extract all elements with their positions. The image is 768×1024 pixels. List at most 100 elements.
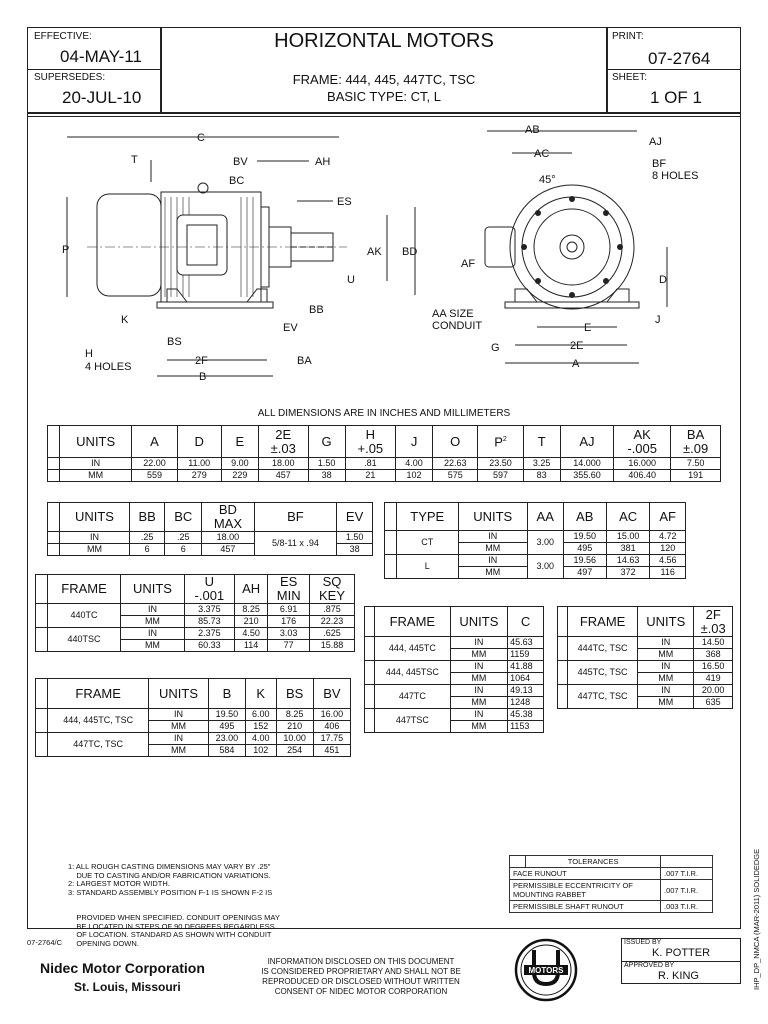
feet	[166, 288, 268, 303]
col-J: J	[395, 425, 434, 458]
dim-BD: BD	[402, 246, 417, 258]
print-value: 07-2764	[648, 49, 711, 68]
col-units: UNITS	[58, 425, 133, 458]
dim-ES: ES	[337, 196, 352, 208]
effective-value: 04-MAY-11	[60, 47, 142, 66]
dim-AF: AF	[461, 258, 475, 270]
sheet-label: SHEET:	[612, 72, 648, 83]
dim-H: H	[85, 348, 93, 360]
header-divider	[27, 112, 741, 114]
header-divider-2	[27, 116, 741, 117]
dim-J: J	[655, 314, 661, 326]
doc-ref: 07-2764/C	[27, 938, 63, 947]
dim-P: P	[62, 244, 69, 256]
col-G: G	[307, 425, 346, 458]
header-hline-left	[27, 69, 161, 70]
header-vline-left	[160, 27, 162, 113]
type-line: BASIC TYPE: CT, L	[327, 89, 441, 104]
dim-AB: AB	[525, 124, 540, 136]
col-E: E	[220, 425, 259, 458]
dim-T: T	[131, 154, 138, 166]
approved-by: R. KING	[658, 970, 699, 982]
logo-text: MOTORS	[529, 966, 565, 975]
dim-BS: BS	[167, 336, 182, 348]
table-row: FACE RUNOUT.007 T.I.R.	[509, 867, 713, 880]
side-view: C P T BV AH BC ES AK BD U BB K EV BS H 4…	[62, 132, 417, 383]
supersedes-value: 20-JUL-10	[62, 88, 142, 107]
dim-AC: AC	[534, 148, 549, 160]
dim-C: C	[197, 132, 205, 144]
us-motors-logo: MOTORS	[514, 938, 578, 1002]
units-note: ALL DIMENSIONS ARE IN INCHES AND MILLIME…	[257, 408, 511, 419]
dim-K: K	[121, 314, 129, 326]
dim-2E: 2E	[570, 340, 583, 352]
issued-label: ISSUED BY	[624, 939, 662, 946]
end-view: AB AC AJ BF 8 HOLES 45° AF D AA SIZE CON…	[432, 124, 698, 370]
effective-label: EFFECTIVE:	[34, 31, 92, 42]
dim-AJ: AJ	[649, 136, 662, 148]
motor-drawing: C P T BV AH BC ES AK BD U BB K EV BS H 4…	[62, 124, 698, 383]
approved-label: APPROVED BY	[624, 962, 675, 969]
col-H: H+.05	[344, 425, 397, 458]
table-row: PERMISSIBLE ECCENTRICITY OF MOUNTING RAB…	[509, 879, 713, 901]
dim-AA-conduit: CONDUIT	[432, 320, 482, 332]
col-AK: AK-.005	[613, 425, 672, 458]
lifting-eye	[197, 182, 209, 194]
frame-line: FRAME: 444, 445, 447TC, TSC	[292, 72, 476, 87]
dim-AA-size: AA SIZE	[432, 308, 474, 320]
dim-AH: AH	[315, 156, 330, 168]
col-A: A	[131, 425, 178, 458]
dim-BF-holes: 8 HOLES	[652, 170, 698, 182]
col-BA: BA±.09	[670, 425, 721, 458]
col-AJ: AJ	[559, 425, 615, 458]
signoff-box: ISSUED BY K. POTTER APPROVED BY R. KING	[621, 938, 741, 984]
dim-G: G	[491, 342, 500, 354]
dim-BF: BF	[652, 158, 666, 170]
dim-2F: 2F	[195, 355, 208, 367]
dim-B: B	[199, 371, 206, 383]
issued-by: K. POTTER	[652, 947, 711, 959]
col-T: T	[522, 425, 561, 458]
tolerances-table: TOLERANCES FACE RUNOUT.007 T.I.R. PERMIS…	[508, 855, 713, 913]
col-D: D	[176, 425, 222, 458]
dim-A: A	[572, 358, 580, 370]
print-label: PRINT:	[612, 31, 644, 42]
dim-AK: AK	[367, 246, 382, 258]
dim-BA: BA	[297, 355, 312, 367]
company-city: St. Louis, Missouri	[74, 980, 181, 994]
sheet-value: 1 OF 1	[650, 88, 702, 107]
dim-EV: EV	[283, 322, 298, 334]
supersedes-label: SUPERSEDES:	[34, 72, 106, 83]
dim-BB: BB	[309, 304, 324, 316]
